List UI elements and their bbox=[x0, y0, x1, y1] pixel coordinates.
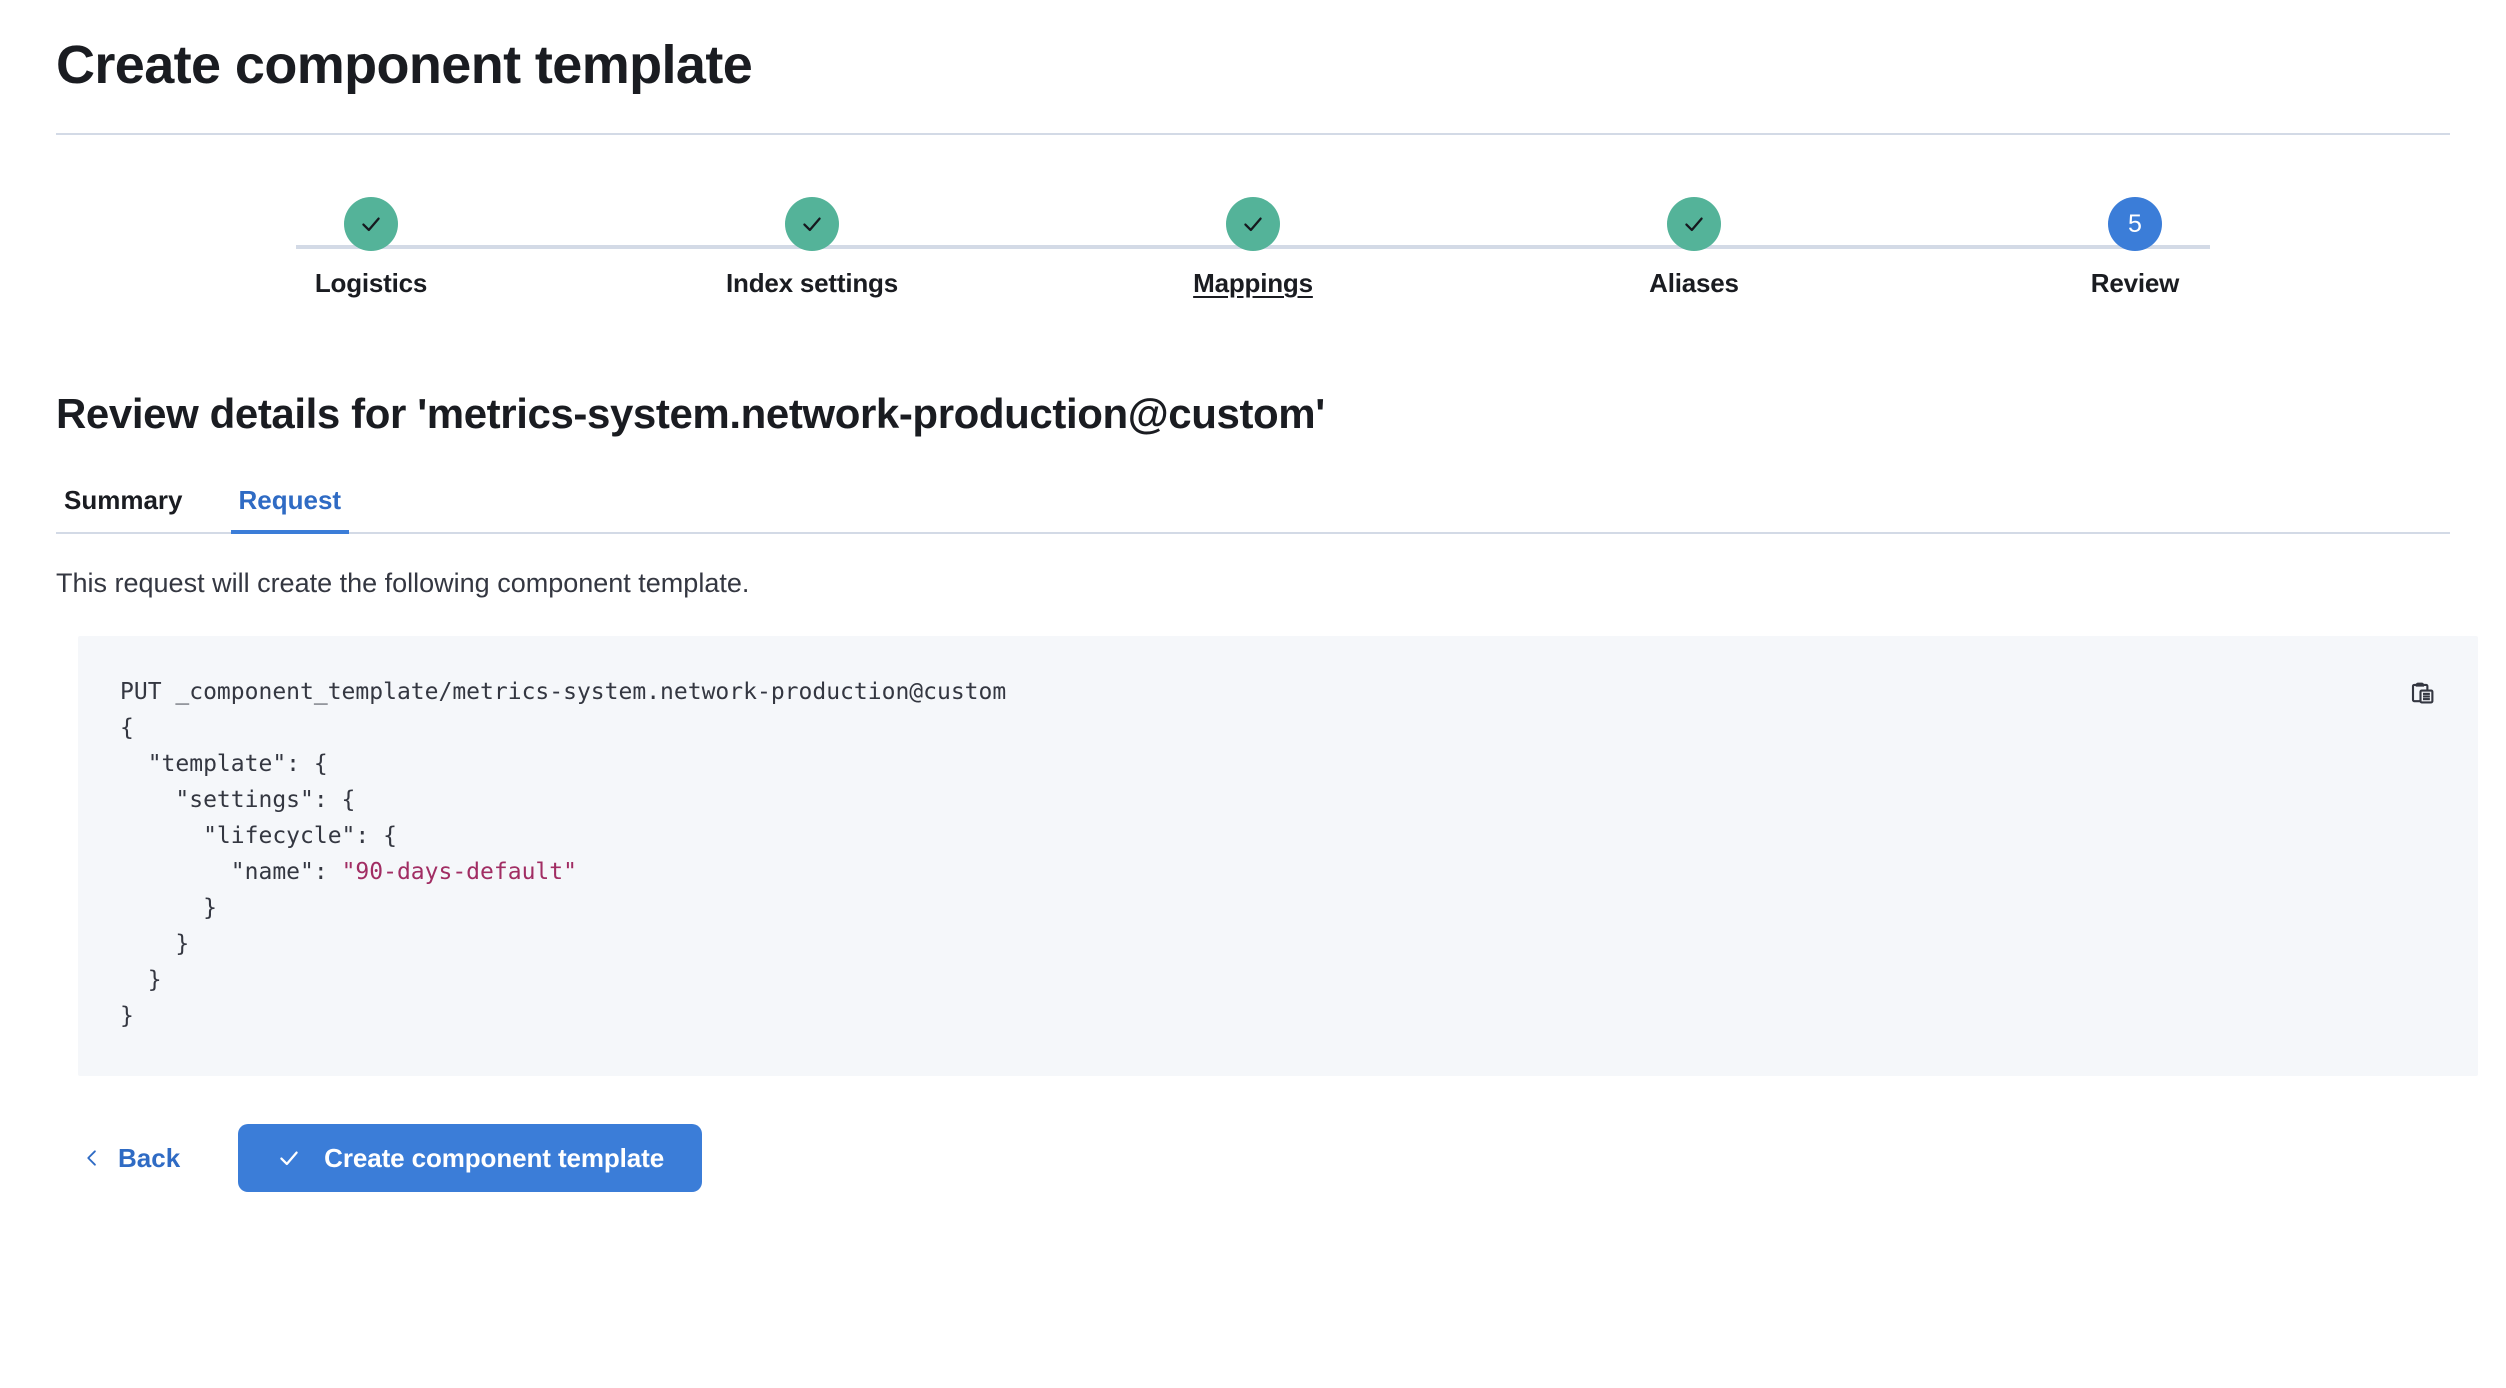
step-review[interactable]: 5 Review bbox=[2005, 197, 2265, 299]
request-code-panel: PUT _component_template/metrics-system.n… bbox=[78, 636, 2478, 1076]
page-title: Create component template bbox=[56, 35, 753, 95]
step-aliases-label: Aliases bbox=[1649, 268, 1739, 298]
code-line-5: } bbox=[120, 895, 217, 921]
step-logistics-circle[interactable] bbox=[344, 197, 398, 251]
request-description: This request will create the following c… bbox=[56, 568, 750, 598]
step-aliases-circle[interactable] bbox=[1667, 197, 1721, 251]
title-divider bbox=[56, 133, 2450, 135]
check-icon bbox=[1244, 217, 1262, 232]
step-mappings-label: Mappings bbox=[1193, 268, 1313, 298]
step-index-settings[interactable]: Index settings bbox=[682, 197, 942, 299]
back-button[interactable]: Back bbox=[78, 1135, 184, 1182]
check-icon bbox=[803, 217, 821, 232]
review-heading: Review details for 'metrics-system.netwo… bbox=[56, 390, 1325, 437]
review-tabs: Summary Request bbox=[56, 479, 2450, 534]
copy-clipboard-icon[interactable] bbox=[2402, 672, 2444, 714]
check-icon bbox=[280, 1151, 298, 1166]
step-index-settings-circle[interactable] bbox=[785, 197, 839, 251]
create-component-template-button-label: Create component template bbox=[324, 1142, 665, 1173]
code-method-line: PUT _component_template/metrics-system.n… bbox=[120, 679, 1007, 705]
step-index-settings-label: Index settings bbox=[725, 268, 898, 298]
chevron-left-icon bbox=[87, 1150, 96, 1166]
request-code[interactable]: PUT _component_template/metrics-system.n… bbox=[120, 674, 2436, 1034]
code-line-0: { bbox=[120, 715, 134, 741]
step-logistics[interactable]: Logistics bbox=[241, 197, 501, 299]
code-line-1: "template": { bbox=[120, 751, 328, 777]
code-line-7: } bbox=[120, 967, 162, 993]
wizard-stepper: Logistics Index settings Mappings bbox=[56, 197, 2450, 327]
back-button-label: Back bbox=[118, 1142, 181, 1173]
step-review-label: Review bbox=[2090, 268, 2180, 298]
create-component-template-button[interactable]: Create component template bbox=[238, 1124, 703, 1192]
code-line-3: "lifecycle": { bbox=[120, 823, 397, 849]
code-line-8: } bbox=[120, 1003, 134, 1029]
wizard-actions: Back Create component template bbox=[56, 1124, 2450, 1192]
stepper-steps: Logistics Index settings Mappings bbox=[56, 197, 2450, 299]
code-line-6: } bbox=[120, 931, 190, 957]
tab-summary[interactable]: Summary bbox=[56, 479, 191, 532]
step-mappings[interactable]: Mappings bbox=[1123, 197, 1383, 299]
step-aliases[interactable]: Aliases bbox=[1564, 197, 1824, 299]
step-logistics-label: Logistics bbox=[314, 268, 428, 298]
tab-request[interactable]: Request bbox=[230, 479, 350, 534]
code-line-4: "name": bbox=[120, 859, 342, 885]
step-review-circle[interactable]: 5 bbox=[2108, 197, 2162, 251]
check-icon bbox=[362, 217, 380, 232]
step-mappings-circle[interactable] bbox=[1226, 197, 1280, 251]
step-review-number: 5 bbox=[2128, 209, 2142, 238]
code-lifecycle-name-value: "90-days-default" bbox=[341, 859, 577, 885]
code-line-2: "settings": { bbox=[120, 787, 356, 813]
check-icon bbox=[1685, 217, 1703, 232]
